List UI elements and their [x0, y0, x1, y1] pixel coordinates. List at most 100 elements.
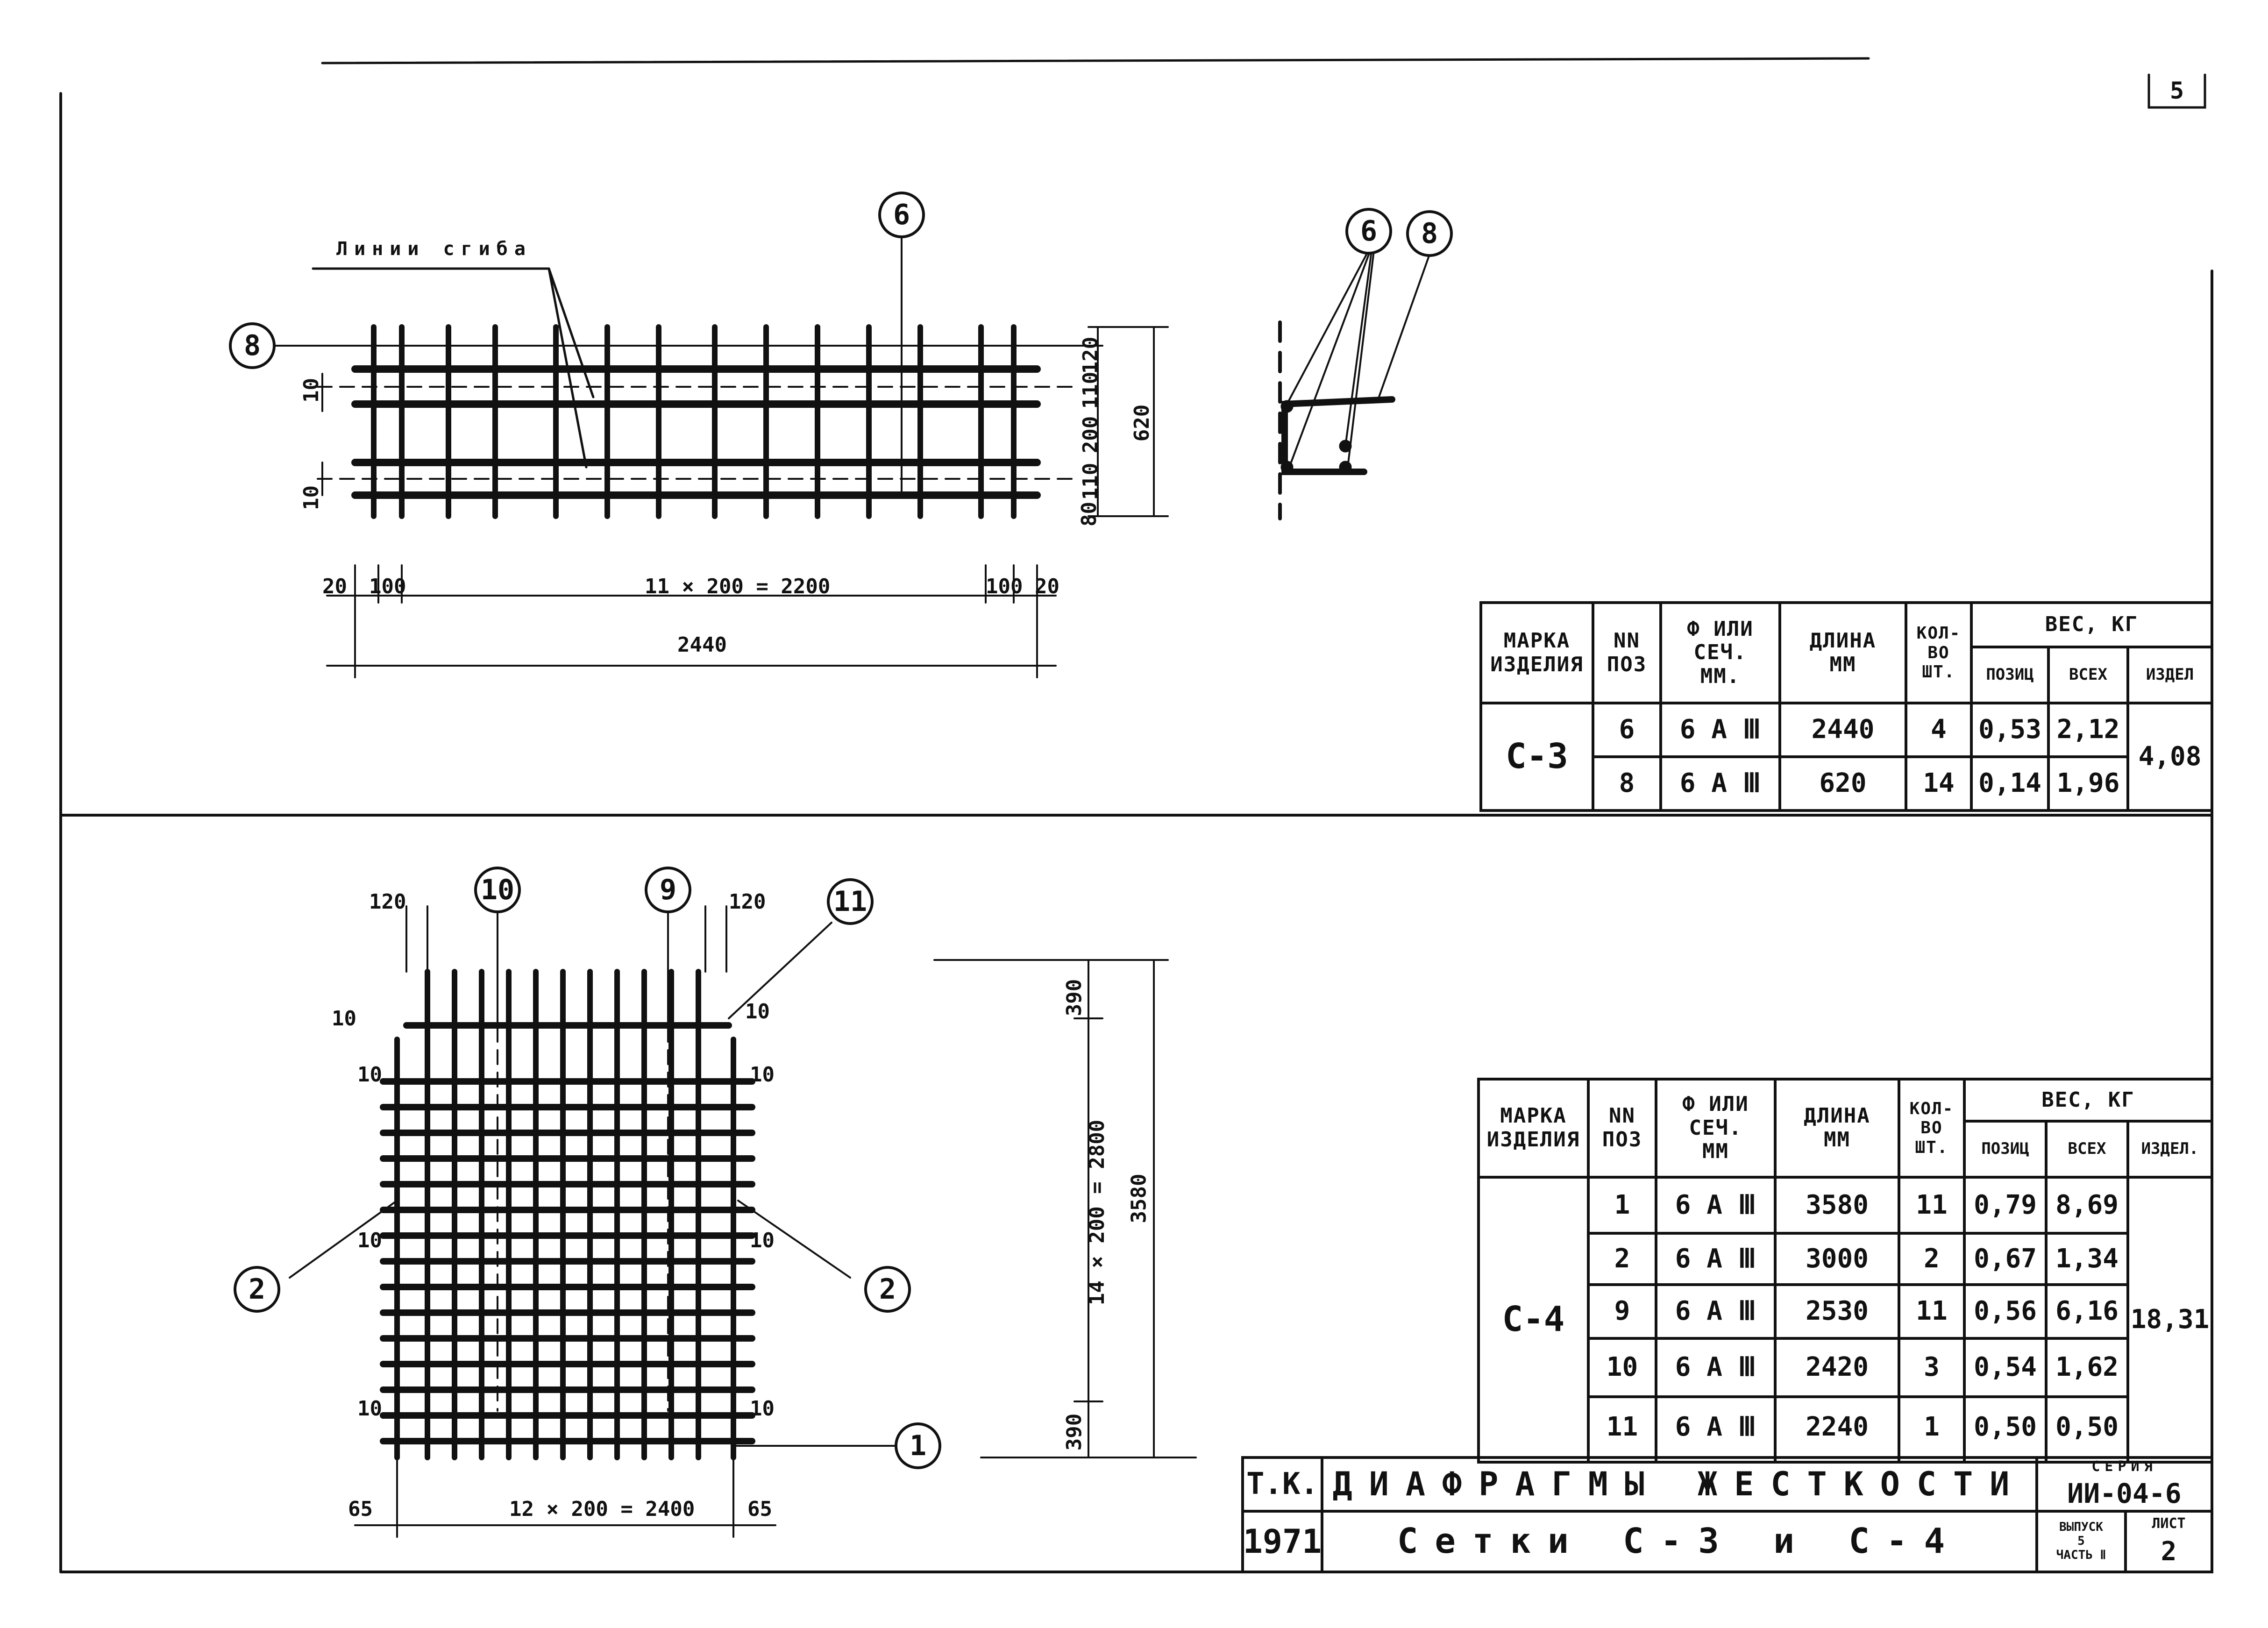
c4-r3-wall: 1,62: [2055, 1352, 2119, 1383]
c4-hdr-length: ДЛИНА ММ: [1804, 1104, 1870, 1152]
dim-bottom-100b: 100: [986, 575, 1023, 598]
c4-r3-length: 2420: [1806, 1352, 1869, 1383]
c3-r0-wpos: 0,53: [1978, 714, 2041, 745]
c3-r1-wpos: 0,14: [1978, 768, 2041, 799]
callout-6-section: 6: [1345, 208, 1392, 255]
c4-r1-wall: 1,34: [2055, 1243, 2119, 1274]
dim-left-10-2: 10: [357, 1063, 382, 1087]
dim-top-120-right: 120: [729, 890, 766, 914]
dim-left-10a: 10: [299, 378, 323, 403]
dim-right-80: 80: [1077, 502, 1101, 526]
dim-top-120-left: 120: [369, 890, 406, 914]
dim-left-10-1: 10: [332, 1007, 356, 1031]
dim-total-length-2440: 2440: [677, 633, 727, 657]
c3-r0-length: 2440: [1811, 714, 1875, 745]
dim-right-10-4: 10: [750, 1397, 775, 1421]
dim-right-10-2: 10: [750, 1063, 775, 1087]
c4-r1-qty: 2: [1924, 1243, 1940, 1274]
callout-1: 1: [895, 1422, 941, 1469]
title-tk: Т.К.: [1246, 1466, 1319, 1501]
c4-r4-wpos: 0,50: [1974, 1411, 2037, 1442]
title-series-label: СЕРИЯ: [2091, 1458, 2157, 1475]
c4-hdr-wpos: ПОЗИЦ: [1981, 1139, 2029, 1159]
dim-total-height-3580: 3580: [1127, 1173, 1151, 1223]
dim-bottom-65-left: 65: [348, 1497, 373, 1521]
c4-r2-length: 2530: [1806, 1296, 1869, 1327]
page-number: 5: [2169, 77, 2184, 105]
title-sheet-number: 2: [2161, 1536, 2177, 1567]
callout-2-right: 2: [864, 1266, 911, 1313]
c3-hdr-pos: NN ПОЗ: [1607, 628, 1647, 676]
c4-r2-wpos: 0,56: [1974, 1296, 2037, 1327]
c3-r0-pos: 6: [1619, 714, 1635, 745]
c4-r0-qty: 11: [1916, 1189, 1948, 1220]
c3-hdr-qty: КОЛ-ВО ШТ.: [1916, 624, 1961, 682]
dim-right-110b: 110: [1079, 462, 1103, 500]
dim-right-200: 200: [1079, 416, 1103, 454]
c3-r0-qty: 4: [1931, 714, 1947, 745]
c3-hdr-weight: ВЕС, КГ: [2045, 612, 2139, 637]
c4-r3-pos: 10: [1606, 1352, 1638, 1383]
c4-r2-pos: 9: [1614, 1296, 1630, 1327]
c3-r1-qty: 14: [1923, 768, 1955, 799]
title-sub: Сетки С-3 и С-4: [1397, 1521, 1962, 1562]
c3-r1-length: 620: [1819, 768, 1867, 799]
c3-r0-diam: 6 А Ⅲ: [1679, 714, 1761, 745]
c4-r2-wall: 6,16: [2055, 1296, 2119, 1327]
dim-right-120: 120: [1079, 336, 1103, 374]
c4-hdr-diam: Ф ИЛИ СЕЧ. ММ: [1682, 1092, 1749, 1164]
callout-9: 9: [645, 867, 691, 913]
dim-left-10b: 10: [299, 485, 323, 510]
callout-10: 10: [474, 867, 521, 913]
c3-r1-diam: 6 А Ⅲ: [1679, 768, 1761, 799]
c4-r1-pos: 2: [1614, 1243, 1630, 1274]
title-issue: ВЫПУСК 5 ЧАСТЬ Ⅱ: [2056, 1520, 2106, 1562]
c4-r3-qty: 3: [1924, 1352, 1940, 1383]
c4-r4-qty: 1: [1924, 1411, 1940, 1442]
dim-bottom-100a: 100: [369, 575, 406, 598]
c4-hdr-wall: ВСЕХ: [2068, 1139, 2106, 1159]
c4-r4-diam: 6 А Ⅲ: [1675, 1411, 1756, 1442]
c4-r1-length: 3000: [1806, 1243, 1869, 1274]
c4-mark: С-4: [1502, 1299, 1565, 1340]
c4-r0-length: 3580: [1806, 1189, 1869, 1220]
c4-r0-wpos: 0,79: [1974, 1189, 2037, 1220]
c3-hdr-wpos: ПОЗИЦ: [1986, 665, 2034, 684]
dim-bottom-20b: 20: [1035, 575, 1059, 598]
c4-hdr-weight: ВЕС, КГ: [2041, 1088, 2135, 1112]
c3-hdr-diam: Ф ИЛИ СЕЧ. ММ.: [1687, 617, 1754, 688]
c4-r1-wpos: 0,67: [1974, 1243, 2037, 1274]
dim-right-110a: 110: [1079, 371, 1103, 409]
c4-r0-diam: 6 А Ⅲ: [1675, 1189, 1756, 1220]
dim-right-10-1: 10: [745, 1000, 770, 1024]
c4-r0-wall: 8,69: [2055, 1189, 2119, 1220]
c4-hdr-pos: NN ПОЗ: [1602, 1104, 1642, 1152]
c3-r0-wall: 2,12: [2056, 714, 2120, 745]
bend-lines-label: Линии сгиба: [336, 238, 532, 260]
dim-vert-390-bottom: 390: [1062, 1413, 1087, 1451]
c4-r0-pos: 1: [1614, 1189, 1630, 1220]
c4-item-weight: 18,31: [2130, 1304, 2210, 1335]
c4-r3-diam: 6 А Ⅲ: [1675, 1352, 1756, 1383]
dim-bottom-65-right: 65: [747, 1497, 772, 1521]
dim-bottom-span-lower: 12 × 200 = 2400: [509, 1497, 695, 1521]
c3-hdr-witem: ИЗДЕЛ: [2146, 665, 2194, 684]
callout-8-section: 8: [1406, 210, 1453, 257]
dim-total-height-620: 620: [1130, 404, 1154, 442]
dim-left-10-4: 10: [357, 1397, 382, 1421]
c4-r3-wpos: 0,54: [1974, 1352, 2037, 1383]
dim-vert-span: 14 × 200 = 2800: [1085, 1119, 1109, 1306]
dim-vert-390-top: 390: [1062, 979, 1087, 1017]
c4-r4-wall: 0,50: [2055, 1411, 2119, 1442]
dim-left-10-3: 10: [357, 1229, 382, 1252]
c4-hdr-qty: КОЛ-ВО ШТ.: [1909, 1099, 1954, 1157]
title-main: Диафрагмы жесткости: [1332, 1465, 2026, 1504]
c4-r2-qty: 11: [1916, 1296, 1948, 1327]
c3-hdr-length: ДЛИНА ММ: [1809, 628, 1877, 676]
c3-r1-pos: 8: [1619, 768, 1635, 799]
callout-11: 11: [827, 878, 874, 925]
title-series: ИИ-04-6: [2067, 1478, 2182, 1510]
c3-hdr-mark: МАРКА ИЗДЕЛИЯ: [1490, 628, 1584, 676]
dim-right-10-3: 10: [750, 1229, 775, 1252]
